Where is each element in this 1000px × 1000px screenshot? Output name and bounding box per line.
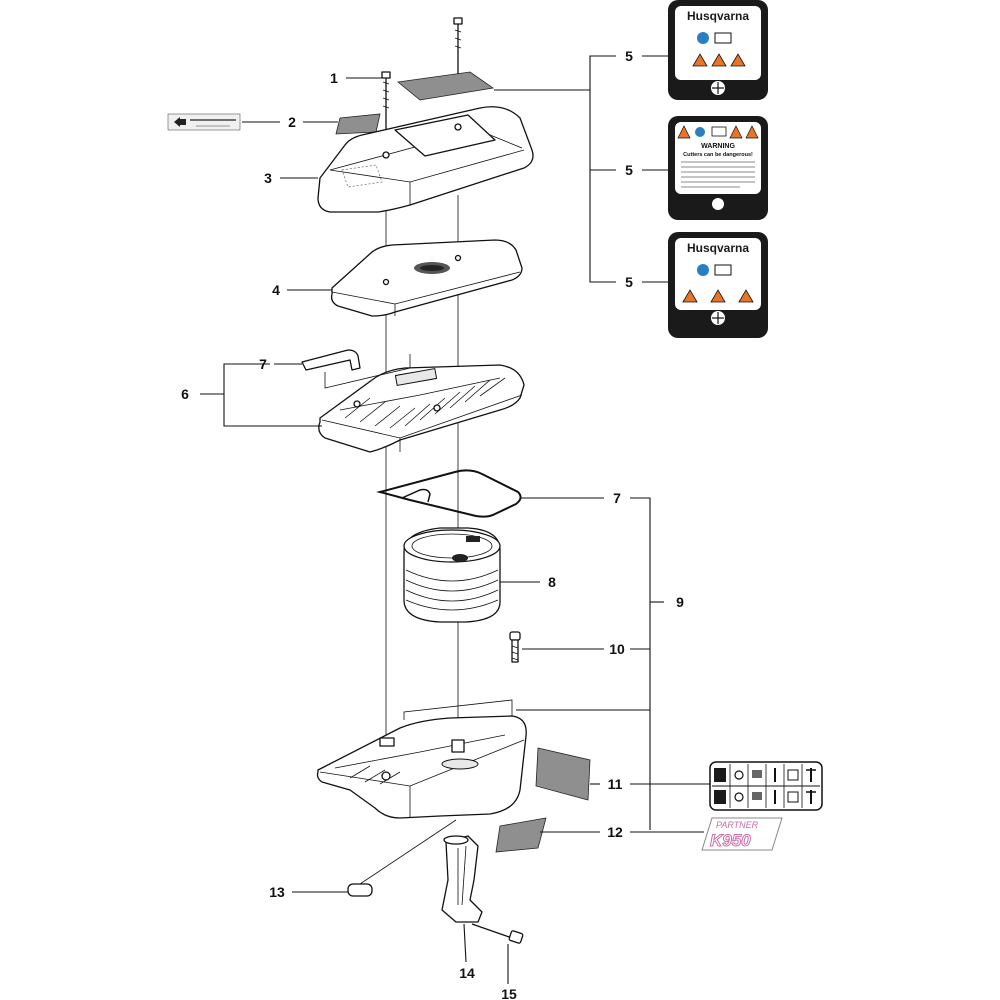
brand-logo-text: Husqvarna <box>687 9 749 23</box>
callout-3: 3 <box>264 170 272 186</box>
decal-5-husqvarna-bottom[interactable]: Husqvarna <box>668 232 768 338</box>
part-6-filter-holder[interactable] <box>318 364 525 453</box>
part-12-decal-gray[interactable] <box>495 817 547 853</box>
callout-5-middle: 5 <box>625 162 633 178</box>
callout-5-top: 5 <box>625 48 633 64</box>
callout-13: 13 <box>269 884 285 900</box>
callout-15: 15 <box>501 986 517 1000</box>
decal-5-warning[interactable]: WARNING Cutters can be dangerous! <box>668 116 768 220</box>
callout-1: 1 <box>330 70 338 86</box>
callout-numbers: 1 2 3 4 5 5 5 6 7 7 8 9 10 11 12 13 14 1… <box>181 48 684 1000</box>
callout-8: 8 <box>548 574 556 590</box>
decal-11-pictograms[interactable] <box>709 761 823 811</box>
part-14-intake-elbow[interactable] <box>441 835 483 923</box>
part-11-decal-gray[interactable] <box>535 747 591 801</box>
partner-line-2: K950 <box>710 831 751 850</box>
part-8-air-filter[interactable] <box>403 527 501 623</box>
callout-2: 2 <box>288 114 296 130</box>
decal-12-partner-k950[interactable]: PARTNER K950 <box>701 817 783 851</box>
part-13-small-seal[interactable] <box>347 819 457 897</box>
part-2-label[interactable] <box>167 113 381 135</box>
warning-title: WARNING <box>701 143 735 150</box>
callout-12: 12 <box>607 824 623 840</box>
callout-4: 4 <box>272 282 280 298</box>
part-7-seal-ring[interactable] <box>376 469 522 518</box>
callout-14: 14 <box>459 965 475 981</box>
brand-logo-text-2: Husqvarna <box>687 241 749 255</box>
callout-7-lower: 7 <box>613 490 621 506</box>
part-9-base-housing[interactable] <box>316 699 527 819</box>
part-7-seal-upper[interactable] <box>301 349 411 389</box>
part-15-bolt[interactable] <box>471 923 524 944</box>
long-screw[interactable] <box>453 17 463 80</box>
leader-lines <box>200 55 710 984</box>
alignment-lines <box>385 125 459 775</box>
partner-line-1: PARTNER <box>716 820 759 830</box>
decal-5-husqvarna-top[interactable]: Husqvarna <box>668 0 768 100</box>
callout-11: 11 <box>608 776 623 792</box>
callout-9: 9 <box>676 594 684 610</box>
warning-subtitle: Cutters can be dangerous! <box>683 152 753 158</box>
callout-6: 6 <box>181 386 189 402</box>
part-3-top-cover[interactable] <box>317 106 534 213</box>
callout-10: 10 <box>609 641 625 657</box>
top-gasket-pad <box>397 71 495 101</box>
part-4-filter-pad[interactable] <box>330 239 523 317</box>
callout-7-upper: 7 <box>259 356 267 372</box>
part-10-screw[interactable] <box>509 631 521 663</box>
callout-5-bottom: 5 <box>625 274 633 290</box>
